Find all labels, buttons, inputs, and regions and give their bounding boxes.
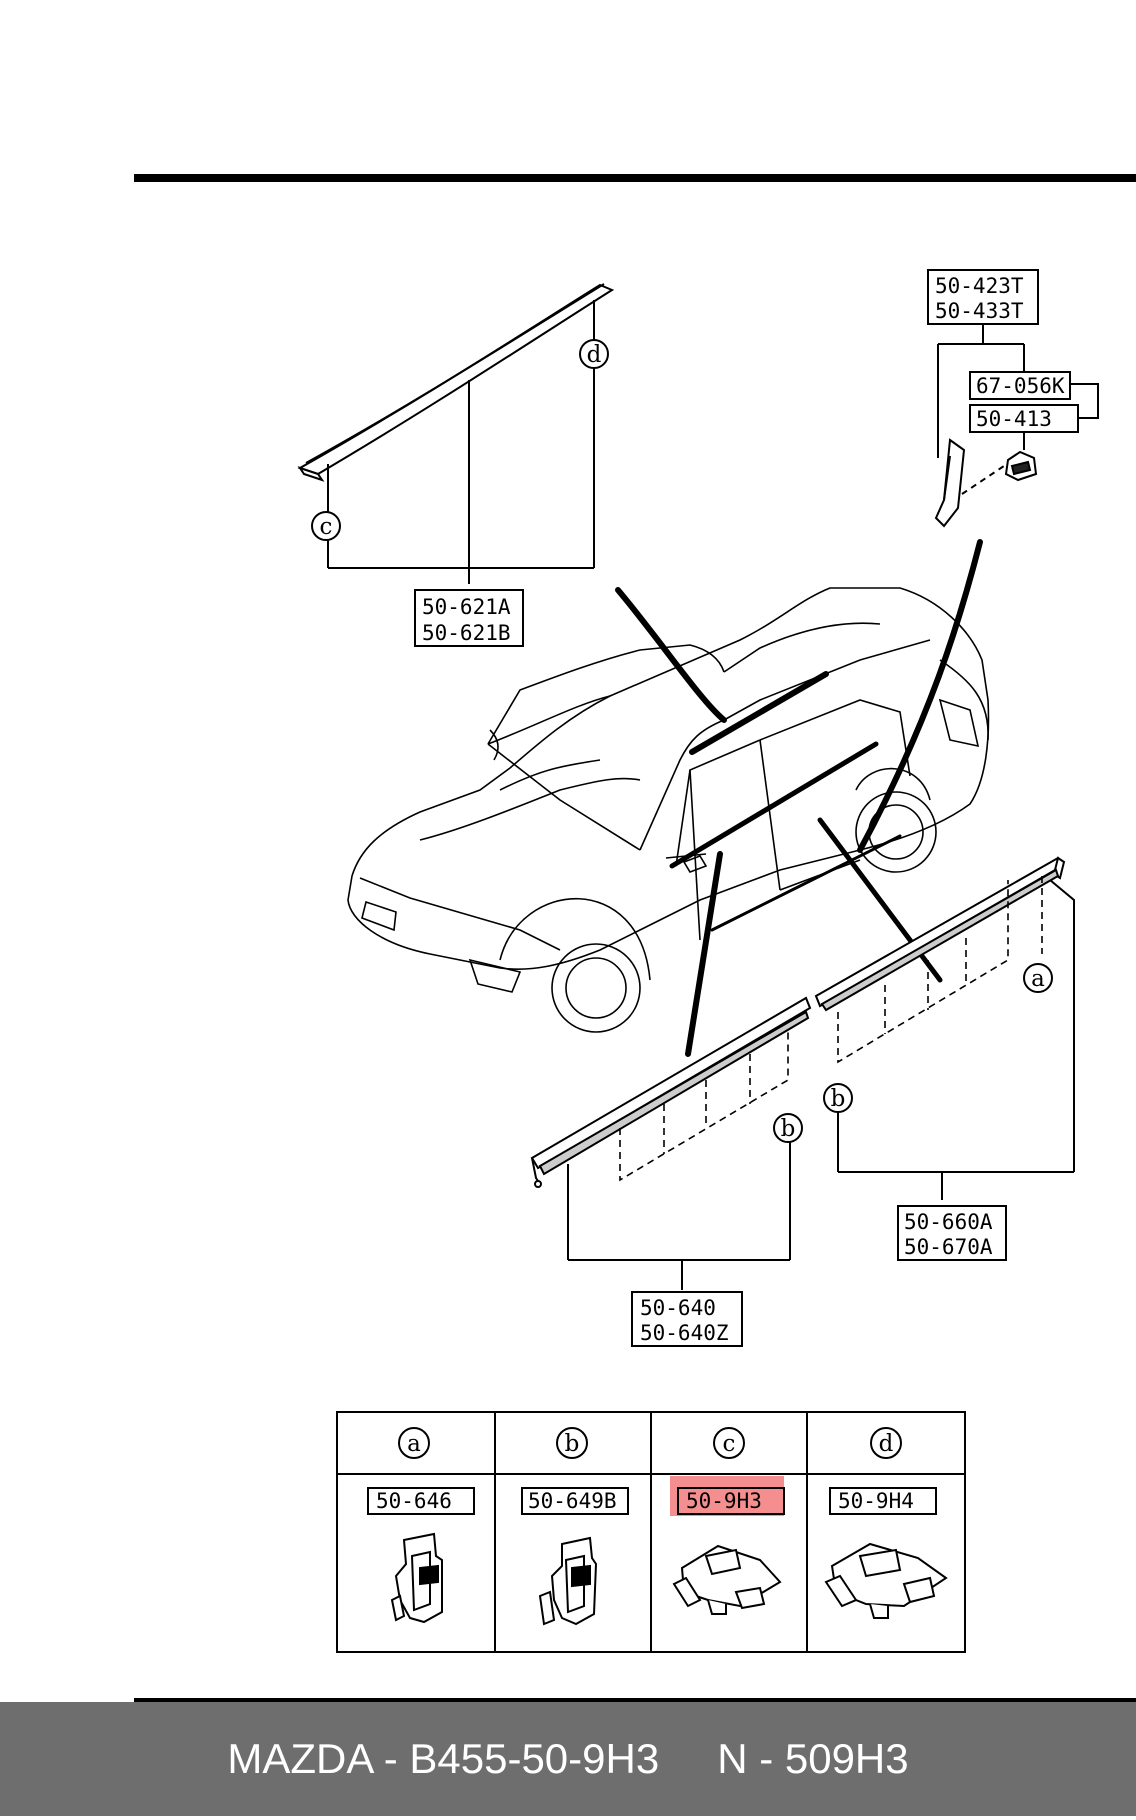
- clip-b-icon: [538, 1536, 598, 1626]
- svg-text:b: b: [565, 1431, 580, 1457]
- top-rule: [134, 174, 1136, 182]
- footer-alt-number: N - 509H3: [717, 1735, 909, 1782]
- table-header-c: c: [713, 1427, 745, 1459]
- svg-text:c: c: [320, 514, 333, 540]
- roof-molding-part-box: 50-621A 50-621B: [414, 589, 524, 647]
- pillar-garnish-leaders: [937, 324, 1099, 495]
- pillar-clip-part: 67-056K: [976, 374, 1065, 398]
- front-sill-part-box: 50-640 50-640Z: [631, 1291, 743, 1347]
- fastener-table: a 50-646 b 50-649B c 50-9H3: [336, 1411, 966, 1653]
- front-sill-part-1: 50-640: [640, 1296, 716, 1320]
- front-sill-clip-outlines: [619, 1028, 789, 1182]
- rear-sill-leaders: [837, 879, 1075, 1200]
- part-label-box-a: [367, 1487, 475, 1515]
- part-label-box-d: [829, 1487, 937, 1515]
- footer-brand-part-number: MAZDA - B455-50-9H3: [227, 1735, 660, 1782]
- rear-sill-molding-illustration: [814, 856, 1066, 1012]
- callout-d-roof: d: [579, 339, 609, 369]
- roof-molding-part-2: 50-621B: [422, 621, 511, 645]
- front-sill-part-2: 50-640Z: [640, 1321, 729, 1345]
- svg-text:d: d: [587, 342, 602, 368]
- part-number-footer: MAZDA - B455-50-9H3 N - 509H3: [0, 1702, 1136, 1816]
- pillar-fastener-part-box: 50-413: [969, 404, 1079, 433]
- table-header-a: a: [398, 1427, 430, 1459]
- callout-c-roof: c: [311, 511, 341, 541]
- pillar-fastener-part: 50-413: [976, 407, 1052, 431]
- svg-text:a: a: [407, 1431, 421, 1457]
- pillar-garnish-part-box: 50-423T 50-433T: [927, 269, 1039, 325]
- fastener-part-d[interactable]: 50-9H4: [838, 1489, 914, 1513]
- bottom-rule: [134, 1698, 1136, 1702]
- callout-a-sill: a: [1023, 963, 1053, 993]
- pillar-fastener-illustration: [1004, 450, 1038, 482]
- front-sill-molding-illustration: [530, 996, 812, 1188]
- pillar-garnish-part-2: 50-433T: [935, 299, 1024, 323]
- rear-sill-part-1: 50-660A: [904, 1210, 993, 1234]
- svg-text:d: d: [879, 1431, 894, 1457]
- callout-b-rear-sill: b: [823, 1083, 853, 1113]
- pillar-clip-part-box: 67-056K: [969, 371, 1071, 400]
- callout-b-front-sill: b: [773, 1113, 803, 1143]
- part-label-box-b: [521, 1487, 629, 1515]
- table-header-b: b: [556, 1427, 588, 1459]
- clip-a-icon: [390, 1532, 443, 1624]
- rear-sill-part-box: 50-660A 50-670A: [897, 1205, 1007, 1261]
- roof-molding-illustration: [297, 283, 615, 482]
- fastener-part-c-highlighted[interactable]: 50-9H3: [686, 1489, 762, 1513]
- svg-text:a: a: [1031, 966, 1045, 992]
- part-label-box-c: [677, 1487, 785, 1515]
- rear-sill-part-2: 50-670A: [904, 1235, 993, 1259]
- pillar-garnish-part-1: 50-423T: [935, 274, 1024, 298]
- fastener-part-b[interactable]: 50-649B: [528, 1489, 617, 1513]
- molding-highlight-lines: [615, 539, 983, 1057]
- fastener-part-a[interactable]: 50-646: [376, 1489, 452, 1513]
- roof-molding-part-1: 50-621A: [422, 595, 511, 619]
- pillar-garnish-illustration: [934, 438, 966, 528]
- svg-text:b: b: [831, 1086, 846, 1112]
- clip-c-icon: [672, 1544, 782, 1615]
- clip-d-icon: [824, 1542, 948, 1619]
- car-illustration: [347, 587, 990, 1033]
- highlight-marker: [670, 1476, 784, 1516]
- rear-sill-clip-outlines: [837, 876, 1043, 1064]
- table-header-d: d: [870, 1427, 902, 1459]
- front-sill-leaders: [567, 1142, 791, 1290]
- svg-text:b: b: [781, 1116, 796, 1142]
- svg-text:c: c: [723, 1431, 736, 1457]
